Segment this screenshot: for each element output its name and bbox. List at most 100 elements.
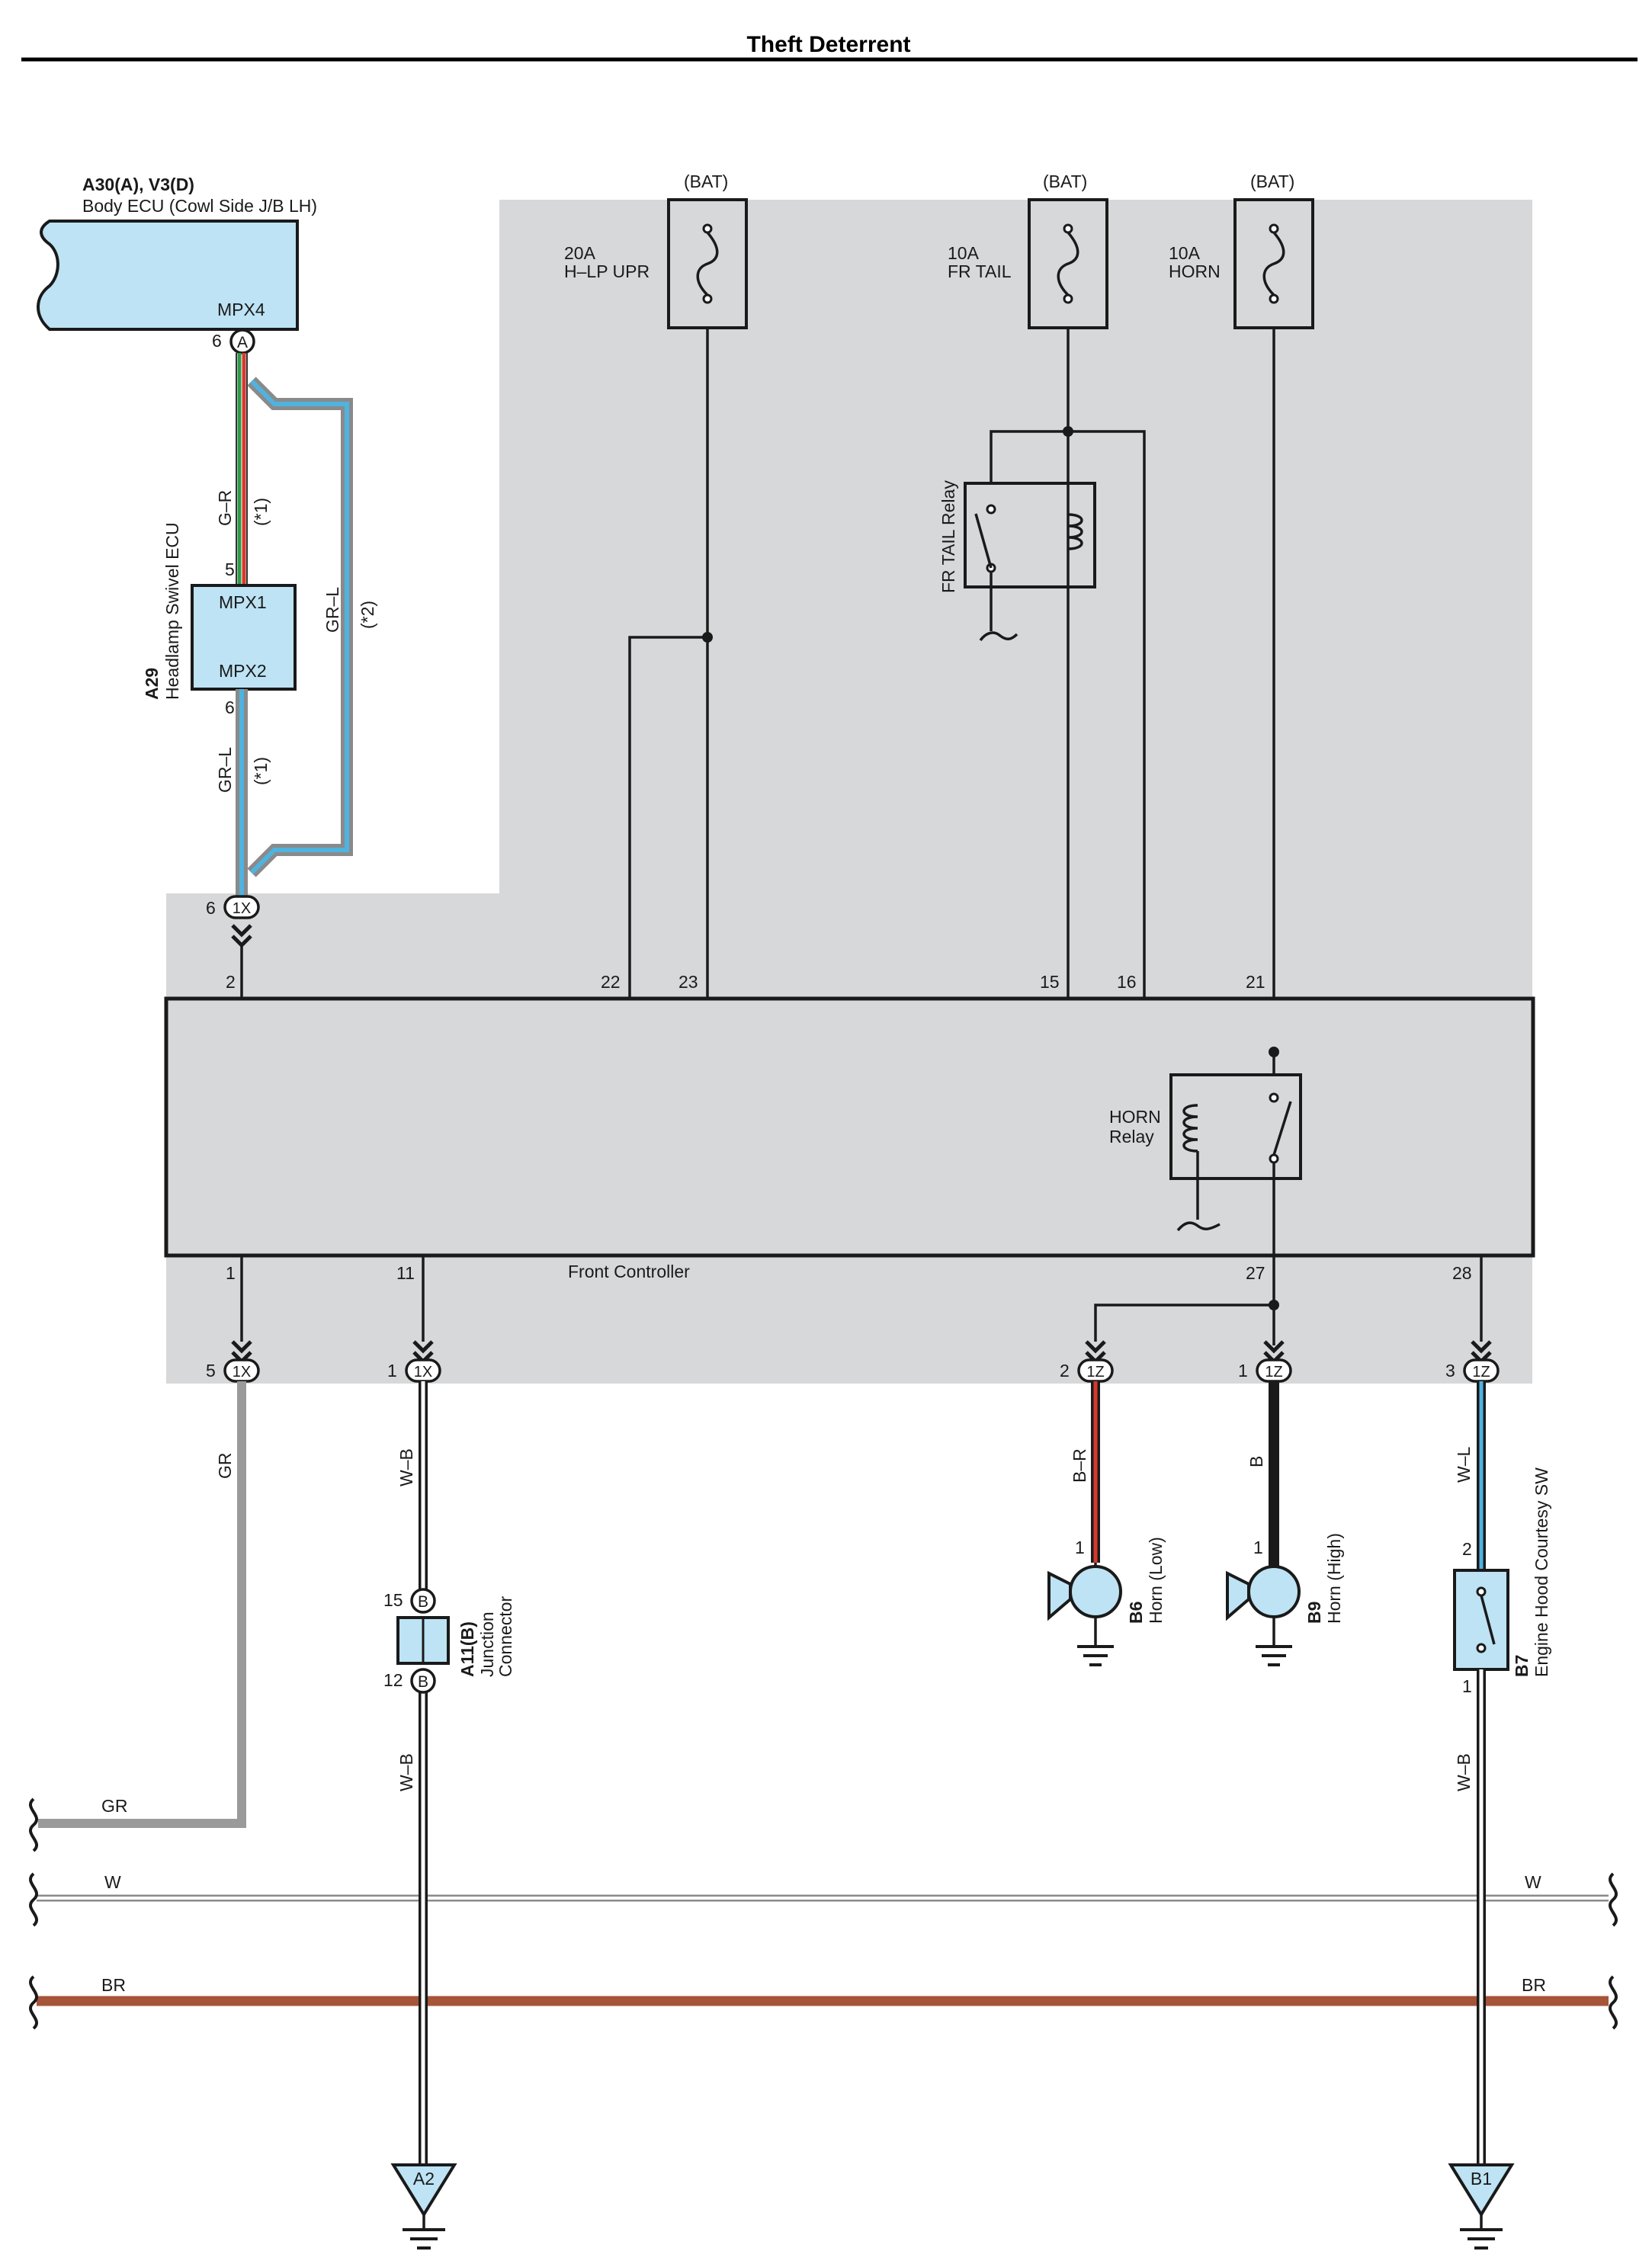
splice-pin27 — [1269, 1300, 1279, 1310]
courtesy-sw-contact-top — [1476, 1586, 1487, 1597]
headlamp-ecu-code: A29 — [142, 668, 162, 700]
wire-pin27-branch — [1094, 1304, 1274, 1342]
fc-top-pin-15: 15 — [1040, 972, 1060, 992]
break-gr-left — [29, 1797, 38, 1852]
wire-frtail-16 — [1068, 430, 1146, 997]
junction-name-2: Connector — [496, 1596, 515, 1677]
fuse-horn-term-bot — [1269, 293, 1279, 304]
fc-bottom-pin-11: 11 — [396, 1263, 415, 1283]
svg-text:1Z: 1Z — [1086, 1364, 1104, 1381]
wire-b-label: B — [1246, 1456, 1266, 1467]
connector-5-1x: 5 1X — [206, 1358, 260, 1383]
horn-relay-box — [1169, 1073, 1302, 1180]
horn-relay-label-1: HORN — [1109, 1107, 1161, 1127]
horn-low-name: Horn (Low) — [1146, 1537, 1166, 1624]
wire-wb-upper-label: W–B — [396, 1448, 416, 1486]
fuse-hlp-name: H–LP UPR — [564, 261, 650, 281]
front-controller-box — [164, 996, 1535, 1258]
splice-hlp — [702, 632, 713, 643]
ground-b1-triangle — [1448, 2163, 1515, 2218]
body-ecu-terminal: MPX4 — [217, 300, 265, 319]
horn-relay-switch — [1272, 1101, 1292, 1156]
courtesy-sw-contact-bot — [1476, 1643, 1487, 1653]
fc-top-pin-16: 16 — [1117, 972, 1137, 992]
horn-relay-gnd-icon — [1176, 1221, 1221, 1232]
junction-name-1: Junction — [477, 1611, 497, 1677]
svg-text:1X: 1X — [233, 1364, 251, 1381]
fuse-hlp-source: (BAT) — [684, 172, 728, 191]
ground-b1-label: B1 — [1471, 2169, 1492, 2189]
courtesy-sw-box — [1453, 1569, 1509, 1671]
fc-bottom-pin-1: 1 — [226, 1263, 236, 1283]
connector-2-1z: 2 1Z — [1060, 1358, 1114, 1383]
wire-g-r-note: (*1) — [251, 498, 271, 526]
fc-top-pin-21: 21 — [1246, 972, 1265, 992]
ground-a2-label: A2 — [413, 2169, 435, 2189]
svg-text:1Z: 1Z — [1265, 1364, 1282, 1381]
horn-high-bell — [1226, 1570, 1250, 1621]
fr-tail-relay-contact-top — [986, 504, 996, 515]
break-br-left — [29, 1975, 38, 2030]
connector-3-1z: 3 1Z — [1445, 1358, 1500, 1383]
fr-tail-relay-branch — [990, 430, 1068, 483]
fr-tail-relay-switch — [974, 513, 993, 569]
wire-gr — [38, 1381, 246, 1828]
svg-text:3: 3 — [1445, 1361, 1455, 1381]
fuse-horn-term-top — [1269, 223, 1279, 234]
wire-gr-l-bypass-note: (*2) — [358, 601, 377, 629]
courtesy-pin-top: 2 — [1462, 1539, 1472, 1559]
courtesy-sw-name: Engine Hood Courtesy SW — [1532, 1467, 1551, 1677]
body-ecu-code: A30(A), V3(D) — [82, 175, 194, 194]
fuse-hlp-term-top — [702, 223, 713, 234]
horn-relay-coil-icon — [1182, 1104, 1198, 1153]
fuse-horn-source: (BAT) — [1250, 172, 1294, 191]
page-title: Theft Deterrent — [746, 32, 910, 57]
wire-gr-l-lower-note: (*1) — [251, 757, 271, 785]
junction-conn-top-label: B — [418, 1593, 428, 1611]
horn-low-pin: 1 — [1075, 1538, 1085, 1557]
junction-conn-top — [410, 1588, 436, 1614]
wire-gr-label: GR — [215, 1453, 235, 1480]
svg-text:1: 1 — [387, 1361, 397, 1381]
fuse-frtail-term-bot — [1063, 293, 1073, 304]
horn-relay-contact-bot — [1269, 1153, 1279, 1164]
junction-pin-top: 15 — [383, 1590, 403, 1610]
horn-high-code: B9 — [1304, 1602, 1324, 1624]
junction-conn-bot — [410, 1668, 436, 1694]
break-w-right — [1609, 1872, 1618, 1927]
fr-tail-relay-gnd-icon — [979, 631, 1018, 642]
courtesy-sw-blade — [1480, 1595, 1496, 1645]
headlamp-ecu-mpx1: MPX1 — [219, 592, 267, 612]
wire-gr-l-bypass-label: GR–L — [322, 587, 342, 633]
svg-text:1: 1 — [1238, 1361, 1248, 1381]
wire-gr-l-lower-label: GR–L — [215, 747, 235, 793]
bus-gr-label: GR — [101, 1796, 128, 1816]
connector-1-1x: 1 1X — [387, 1358, 441, 1383]
connector-1-1z: 1 1Z — [1238, 1358, 1292, 1383]
body-ecu-box — [37, 220, 299, 331]
svg-text:2: 2 — [1060, 1361, 1070, 1381]
fc-bottom-pin-27: 27 — [1246, 1263, 1265, 1283]
wire-wb-lower-label: W–B — [396, 1753, 416, 1791]
wire-br-label: B–R — [1070, 1448, 1089, 1483]
horn-high-name: Horn (High) — [1324, 1533, 1344, 1624]
horn-relay-contact-top — [1269, 1092, 1279, 1103]
fuse-frtail-icon — [1057, 231, 1079, 297]
wire-wb-right-label: W–B — [1454, 1753, 1474, 1791]
bus-w-label-left: W — [104, 1872, 121, 1892]
headlamp-ecu-mpx2: MPX2 — [219, 661, 267, 681]
fuse-horn-icon — [1262, 231, 1285, 297]
horn-high-body — [1247, 1565, 1301, 1618]
svg-text:5: 5 — [206, 1361, 216, 1381]
fuse-frtail-name: FR TAIL — [948, 261, 1012, 281]
body-ecu-name: Body ECU (Cowl Side J/B LH) — [82, 196, 317, 216]
upper-1x-label: 1X — [233, 900, 251, 917]
fuse-frtail-source: (BAT) — [1043, 172, 1087, 191]
ground-a2-triangle — [390, 2163, 457, 2218]
horn-relay-label-2: Relay — [1109, 1127, 1154, 1146]
courtesy-pin-bottom: 1 — [1462, 1676, 1472, 1696]
horn-low-code: B6 — [1126, 1602, 1146, 1624]
upper-1x-pin: 6 — [206, 898, 216, 918]
fuse-hlp-rating: 20A — [564, 243, 596, 263]
fuse-hlp-icon — [696, 231, 719, 297]
